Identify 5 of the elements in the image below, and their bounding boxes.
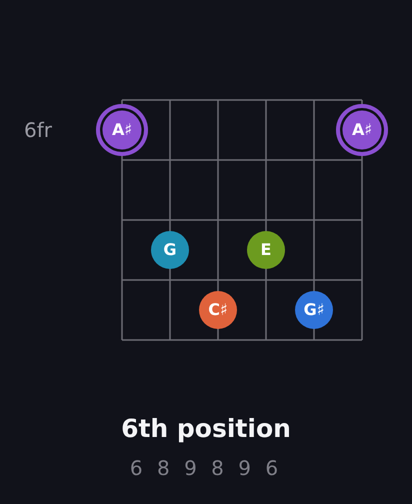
position-title: 6th position <box>121 413 291 445</box>
root-note-marker: A♯ <box>336 104 388 156</box>
fret-sequence-caption: 6 8 9 8 9 6 <box>130 455 282 481</box>
fret-number-label: 6fr <box>24 117 52 143</box>
root-note-marker: A♯ <box>96 104 148 156</box>
